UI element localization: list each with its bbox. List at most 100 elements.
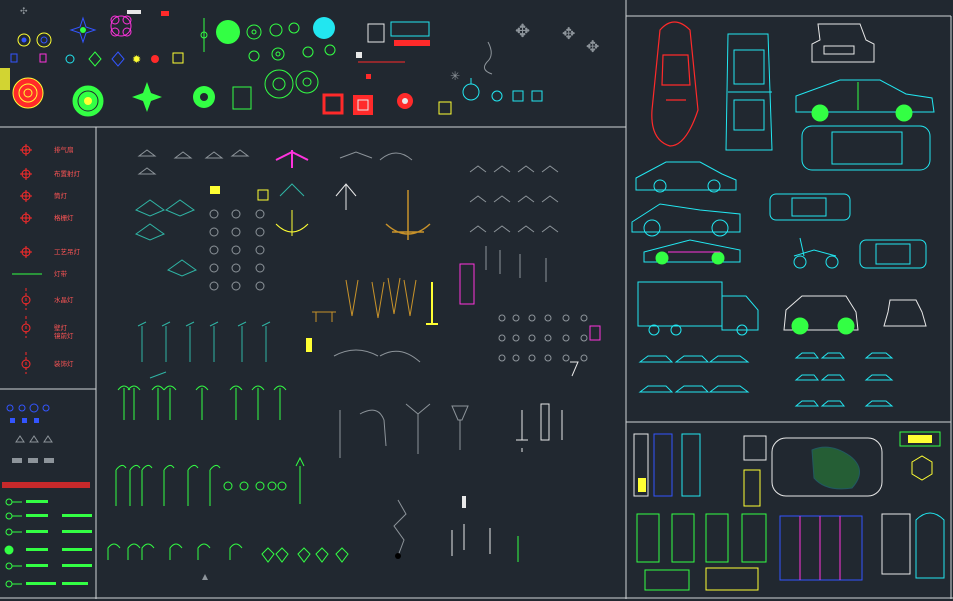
wall-lamp-icon xyxy=(107,543,121,560)
floor-lamp-icon xyxy=(371,281,385,319)
decor-lamp-icon xyxy=(21,352,31,374)
legend-label: 布置射灯 xyxy=(54,169,81,178)
ceiling-fixture-icon xyxy=(493,225,511,233)
sedan-side-view xyxy=(795,79,935,122)
chandelier-icon xyxy=(134,199,166,217)
star-medallion-icon xyxy=(69,16,97,44)
chair-icon xyxy=(743,435,767,461)
small-ornament-row xyxy=(65,51,125,67)
street-lamp-icon xyxy=(405,403,431,454)
legend-item: 布置射灯 xyxy=(20,168,81,180)
grille-panel-icon xyxy=(232,86,252,110)
chandelier-icon xyxy=(134,223,166,241)
folding-screen-icon xyxy=(779,515,863,581)
wall-lamp-icon xyxy=(255,227,265,237)
legend-label: 镜前灯 xyxy=(54,331,74,340)
table-lamp-icon xyxy=(512,314,520,322)
ceiling-fixture-icon xyxy=(541,165,559,173)
yellow-panel-icon xyxy=(0,68,10,90)
chandelier-icon xyxy=(333,349,421,363)
ring-medallion-icon xyxy=(462,78,480,101)
crystal-lamp-icon xyxy=(21,288,31,310)
spotlight-icon xyxy=(20,168,32,180)
legend-label: 水晶灯 xyxy=(54,295,74,304)
ceiling-fixture-icon xyxy=(517,195,535,203)
garden-lamp-icon xyxy=(273,385,287,420)
table-lamp-icon xyxy=(528,314,536,322)
street-lamp-icon xyxy=(161,321,171,362)
floor-lamp-icon xyxy=(345,279,359,317)
crystal-chandelier-icon xyxy=(385,190,431,240)
flower-medallion-icon xyxy=(271,47,285,61)
globe-lamp-icon xyxy=(223,481,233,491)
floor-lamp-icon xyxy=(403,279,417,317)
bollard-lamp-icon xyxy=(540,403,550,441)
flower-medallion-icon xyxy=(302,46,314,58)
red-frame-icon xyxy=(322,93,344,115)
legend-label: 格栅灯 xyxy=(54,213,74,222)
car-top-view xyxy=(769,193,851,221)
sports-car-top-view xyxy=(651,21,699,147)
flower-medallion-icon xyxy=(295,70,319,94)
garden-lamp-icon xyxy=(187,464,199,506)
hanging-lamp-icon xyxy=(459,263,475,305)
wall-lamp-icon xyxy=(229,543,243,560)
arrow-mark-icon xyxy=(202,574,208,580)
wall-lamp-icon xyxy=(315,547,329,563)
car-top-view xyxy=(725,33,773,151)
wall-lamp-icon xyxy=(231,209,241,219)
lattice-screen-icon xyxy=(636,513,660,563)
ceiling-fixture-icon xyxy=(469,195,487,203)
wall-lamp-icon xyxy=(231,281,241,291)
wall-lamp-icon xyxy=(261,547,275,563)
wall-lamp-icon xyxy=(209,263,219,273)
round-medallion-icon xyxy=(216,20,240,44)
small-ring-icon xyxy=(491,90,503,102)
ceiling-fixture-icon xyxy=(517,165,535,173)
lamp-icon xyxy=(589,325,601,341)
door-panel-icon xyxy=(681,433,701,497)
sparkle-icon: ✳ xyxy=(450,69,460,83)
scooter-side-view xyxy=(793,237,839,269)
legend-label: 筒灯 xyxy=(54,191,68,200)
table-lamp-icon xyxy=(544,334,552,342)
legend-item: 壁灯 xyxy=(21,316,68,338)
bollard-lamp-icon xyxy=(462,496,466,508)
table-lamp-icon xyxy=(512,354,520,362)
red-panel-icon xyxy=(394,40,430,46)
small-car-rows xyxy=(638,352,894,407)
legend-label: 装饰灯 xyxy=(54,359,74,368)
legend-item: 镜前灯 xyxy=(54,331,74,340)
wall-lamp-icon xyxy=(209,281,219,291)
grille-panel-icon xyxy=(390,21,430,37)
garden-lamp-icon xyxy=(141,464,153,506)
grille-panel-icon xyxy=(367,23,385,43)
wall-lamp-icon xyxy=(209,227,219,237)
rosette-cluster-icon xyxy=(110,15,132,37)
scroll-ornament-icon xyxy=(483,41,493,75)
wall-lamp-icon xyxy=(297,547,311,563)
table-lamp-icon xyxy=(528,354,536,362)
sports-car-side-view xyxy=(635,161,737,193)
red-frame-icon xyxy=(353,95,373,115)
lattice-panel-icon xyxy=(743,469,761,507)
lamp-icon xyxy=(210,186,220,194)
legend-item: 装饰灯 xyxy=(21,352,74,374)
wall-lamp-icon xyxy=(255,263,265,273)
table-lamp-icon xyxy=(498,354,506,362)
garden-lamp-icon xyxy=(163,464,175,506)
door-panel-icon xyxy=(633,433,649,497)
lattice-screen-icon xyxy=(741,513,767,563)
frame-icon xyxy=(899,431,941,447)
table-lamp-icon xyxy=(580,314,588,322)
table-lamp-icon xyxy=(580,334,588,342)
street-lamp-icon xyxy=(185,321,195,362)
grille-light-icon xyxy=(20,212,32,224)
octagon-frame-icon xyxy=(911,455,933,481)
globe-lamp-icon xyxy=(239,481,249,491)
wall-lamp-icon xyxy=(255,209,265,219)
street-lamp-icon xyxy=(451,405,469,450)
legend-item: 筒灯 xyxy=(20,190,68,202)
